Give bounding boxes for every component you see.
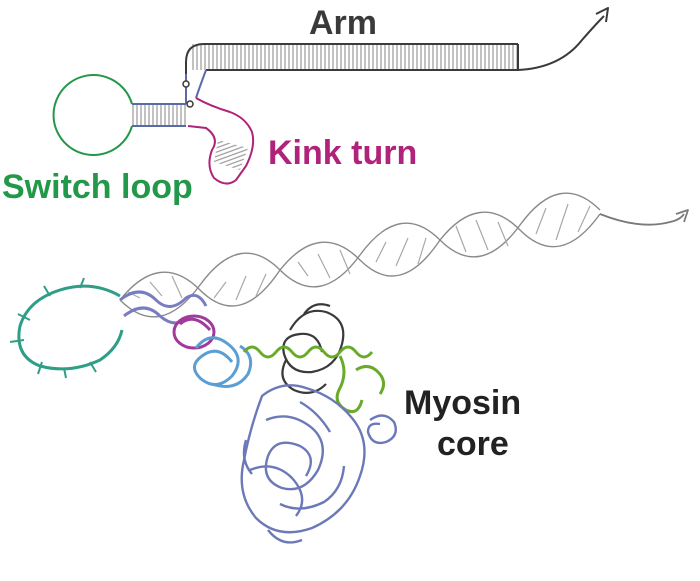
stem <box>132 69 207 127</box>
myosin-label-line2: core <box>437 425 509 463</box>
arrow-head-icon <box>595 7 609 23</box>
myosin-core-structure <box>240 384 397 544</box>
rna-kink-structure <box>172 314 216 350</box>
myosin-label-line1: Myosin <box>404 384 522 422</box>
kink-turn-shape <box>187 97 255 185</box>
light-blue-domain <box>193 336 253 388</box>
switch-loop-label: Switch loop <box>2 168 193 206</box>
dark-domain <box>281 303 345 395</box>
arm-duplex <box>185 7 609 74</box>
double-helix <box>119 192 689 318</box>
kink-turn-label: Kink turn <box>268 134 418 172</box>
arm-label: Arm <box>309 4 378 42</box>
helix-arrow-head-icon <box>675 209 689 223</box>
rna-switch-loop-structure <box>9 277 124 379</box>
lever-arm-helix <box>242 345 385 414</box>
switch-loop-shape <box>52 74 133 156</box>
